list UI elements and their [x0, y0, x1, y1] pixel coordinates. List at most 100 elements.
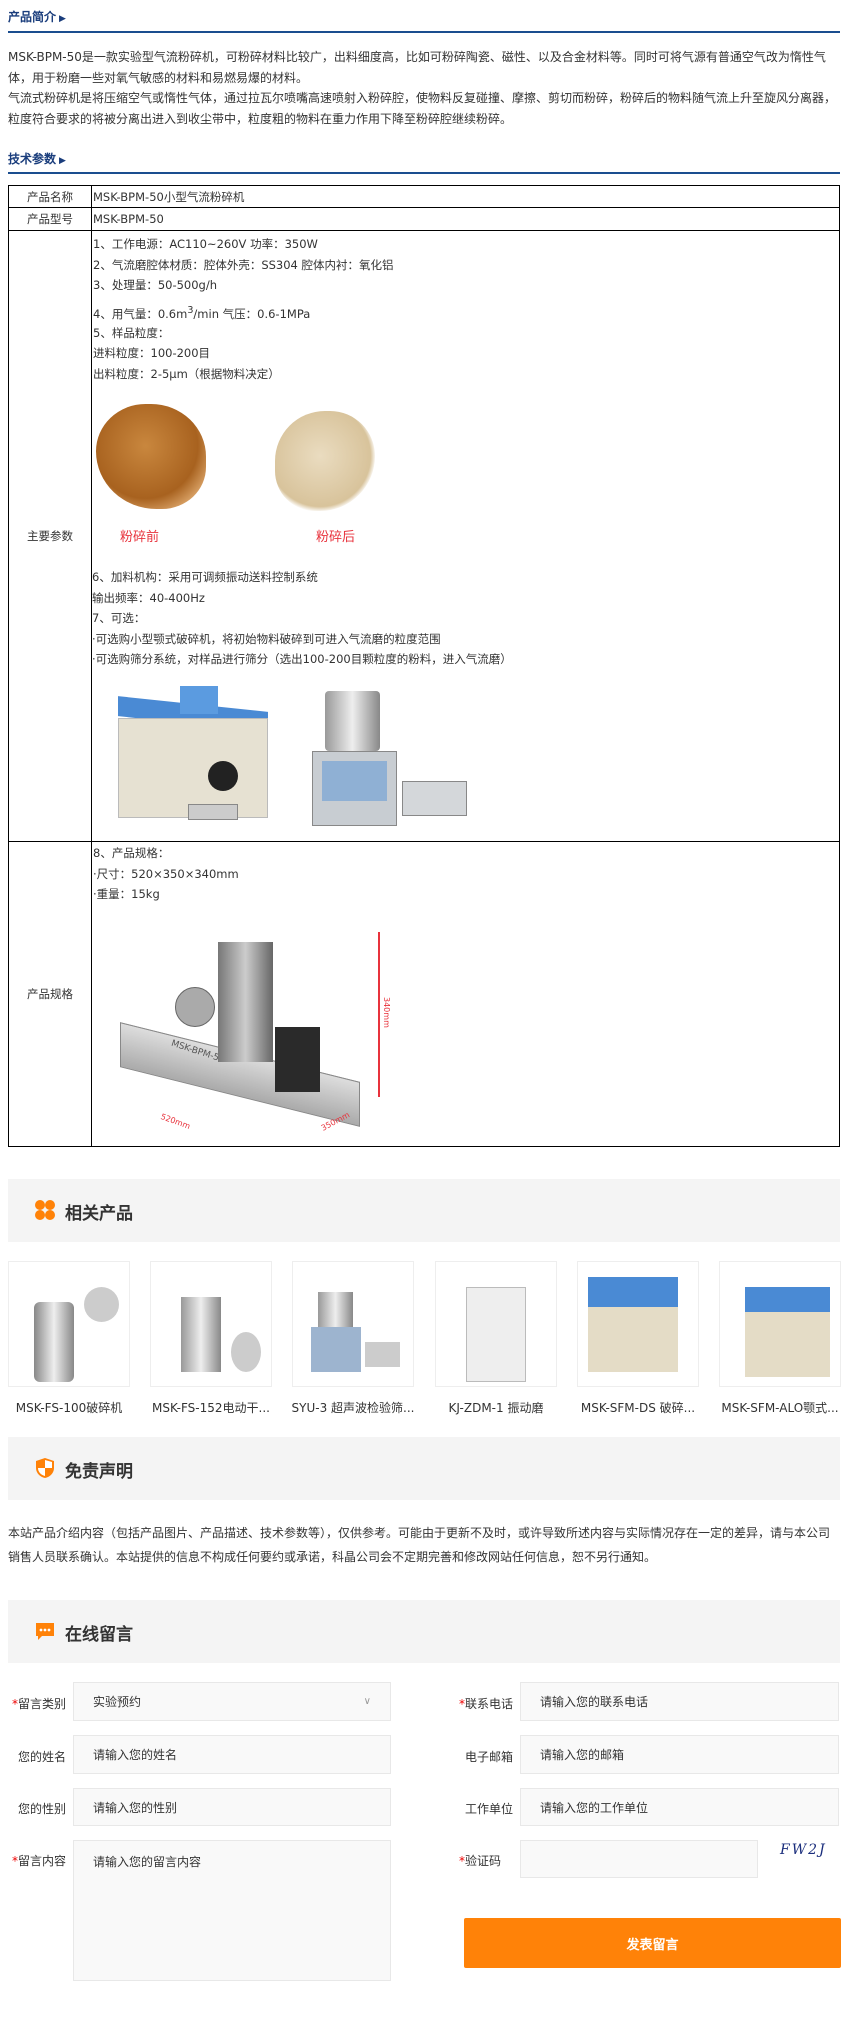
- machine-dimension-image: MSK-BPM-50 340mm 520mm 350mm: [110, 927, 391, 1137]
- label-text: 留言类别: [17, 1697, 66, 1711]
- content-label: *留言内容: [6, 1852, 66, 1869]
- label-text: 联系电话: [464, 1697, 513, 1711]
- jaw-crusher-image: [118, 686, 278, 826]
- submit-button[interactable]: 发表留言: [464, 1918, 841, 1968]
- company-label: 工作单位: [464, 1802, 513, 1816]
- before-caption: 粉碎前: [120, 530, 160, 545]
- required-mark: *: [458, 1697, 465, 1711]
- table-row: 产品型号 MSK-BPM-50: [8, 207, 840, 231]
- triangle-right-icon: ▶: [59, 156, 66, 166]
- product-card[interactable]: [435, 1261, 557, 1387]
- type-label: *留言类别: [6, 1695, 66, 1712]
- after-caption: 粉碎后: [316, 530, 356, 545]
- table-row: 产品规格 8、产品规格： ·尺寸：520×350×340mm ·重量：15kg …: [8, 841, 840, 1147]
- intro-heading-text: 产品简介: [8, 10, 57, 24]
- gas-text: 4、用气量：0.6m: [93, 306, 188, 321]
- message-header: 在线留言: [8, 1600, 840, 1663]
- spec-values: 8、产品规格： ·尺寸：520×350×340mm ·重量：15kg MSK-B…: [91, 841, 840, 1147]
- name-input[interactable]: 请输入您的姓名: [73, 1735, 391, 1774]
- param-line: 6、加料机构：采用可调频振动送料控制系统: [92, 570, 318, 584]
- divider: [8, 172, 840, 174]
- param-line: 1、工作电源：AC110~260V 功率：350W: [93, 237, 318, 251]
- intro-heading: 产品简介▶: [8, 8, 66, 25]
- required-mark: *: [458, 1854, 465, 1868]
- gas-sup: 3: [187, 304, 194, 316]
- chat-bubble-icon: [36, 1623, 54, 1640]
- captcha-label: *验证码: [441, 1852, 501, 1869]
- main-params: 1、工作电源：AC110~260V 功率：350W 2、气流磨腔体材质：腔体外壳…: [91, 230, 840, 842]
- required-mark: *: [11, 1854, 18, 1868]
- product-caption[interactable]: MSK-FS-100破碎机: [15, 1401, 123, 1415]
- param-line: 输出频率：40-400Hz: [92, 590, 205, 605]
- row-value: MSK-BPM-50: [91, 207, 840, 231]
- company-input[interactable]: 请输入您的工作单位: [520, 1788, 839, 1826]
- name-label: 您的姓名: [17, 1750, 66, 1764]
- product-caption[interactable]: MSK-FS-152电动干...: [152, 1401, 270, 1415]
- row-label: 产品型号: [8, 207, 92, 231]
- row-label: 产品名称: [8, 185, 92, 208]
- phone-label: *联系电话: [453, 1695, 513, 1712]
- spec-line: ·重量：15kg: [93, 887, 160, 902]
- powder-after-image: [275, 411, 375, 511]
- product-caption[interactable]: MSK-SFM-DS 破碎...: [580, 1401, 696, 1415]
- disclaimer-text: 本站产品介绍内容（包括产品图片、产品描述、技术参数等），仅供参考。可能由于更新不…: [8, 1526, 831, 1564]
- tech-heading-text: 技术参数: [8, 152, 57, 166]
- shield-icon: [36, 1458, 54, 1478]
- select-value: 实验预约: [93, 1695, 142, 1709]
- spec-table: 产品名称 MSK-BPM-50小型气流粉碎机 产品型号 MSK-BPM-50 主…: [8, 185, 840, 1147]
- related-header: 相关产品: [8, 1179, 840, 1242]
- label-text: 留言内容: [17, 1854, 66, 1868]
- gender-input[interactable]: 请输入您的性别: [73, 1788, 391, 1826]
- param-line: 5、样品粒度：: [93, 325, 170, 340]
- width-dim: 520mm: [159, 1111, 192, 1132]
- content-textarea[interactable]: 请输入您的留言内容: [73, 1840, 391, 1981]
- height-dim: 340mm: [382, 997, 391, 1028]
- intro-paragraph: 气流式粉碎机是将压缩空气或惰性气体，通过拉瓦尔喷嘴高速喷射入粉碎腔，使物料反复碰…: [8, 91, 837, 126]
- product-card[interactable]: [577, 1261, 699, 1387]
- captcha-image[interactable]: FW2J: [780, 1842, 827, 1858]
- divider: [8, 31, 840, 33]
- product-caption[interactable]: MSK-SFM-ALO颚式...: [721, 1401, 839, 1415]
- label-text: 验证码: [464, 1854, 501, 1868]
- spec-line: 8、产品规格：: [93, 846, 170, 860]
- tech-heading: 技术参数▶: [8, 150, 66, 167]
- table-row: 主要参数 1、工作电源：AC110~260V 功率：350W 2、气流磨腔体材质…: [8, 230, 840, 842]
- param-line: 进料粒度：100-200目: [93, 346, 211, 361]
- param-line: 2、气流磨腔体材质：腔体外壳：SS304 腔体内衬：氧化铝: [93, 257, 394, 272]
- param-line: 4、用气量：0.6m3/min 气压：0.6-1MPa: [93, 296, 838, 323]
- row-value: MSK-BPM-50小型气流粉碎机: [91, 185, 840, 208]
- row-label: 产品规格: [8, 841, 92, 1147]
- grid-icon: [35, 1200, 55, 1220]
- table-row: 产品名称 MSK-BPM-50小型气流粉碎机: [8, 185, 840, 208]
- param-line: ·可选购筛分系统，对样品进行筛分（选出100-200目颗粒度的粉料，进入气流磨）: [92, 652, 512, 667]
- email-input[interactable]: 请输入您的邮箱: [520, 1735, 839, 1774]
- spec-line: ·尺寸：520×350×340mm: [93, 866, 239, 881]
- chevron-down-icon: ∨: [363, 1696, 371, 1707]
- product-card[interactable]: [719, 1261, 841, 1387]
- param-line: 出料粒度：2-5μm（根据物料决定）: [93, 366, 280, 381]
- height-arrow: [378, 932, 380, 1097]
- phone-input[interactable]: 请输入您的联系电话: [520, 1682, 839, 1721]
- type-select[interactable]: 实验预约 ∨: [73, 1682, 391, 1721]
- sieve-system-image: [307, 686, 472, 831]
- gas-text: /min 气压：0.6-1MPa: [193, 306, 311, 321]
- disclaimer-header: 免责声明: [8, 1437, 840, 1500]
- product-caption[interactable]: SYU-3 超声波检验筛...: [291, 1401, 415, 1415]
- product-caption[interactable]: KJ-ZDM-1 振动磨: [448, 1401, 544, 1415]
- powder-before-image: [96, 404, 206, 509]
- disclaimer-title: 免责声明: [65, 1462, 133, 1482]
- param-line: 7、可选：: [92, 611, 146, 626]
- param-line: 3、处理量：50-500g/h: [93, 278, 218, 293]
- product-card[interactable]: [292, 1261, 414, 1387]
- row-label: 主要参数: [8, 230, 92, 842]
- required-mark: *: [11, 1697, 18, 1711]
- message-title: 在线留言: [65, 1625, 133, 1645]
- gender-label: 您的性别: [17, 1802, 66, 1816]
- triangle-right-icon: ▶: [59, 14, 66, 24]
- related-title: 相关产品: [65, 1204, 133, 1224]
- param-line: ·可选购小型颚式破碎机，将初始物料破碎到可进入气流磨的粒度范围: [92, 631, 441, 646]
- product-card[interactable]: [150, 1261, 272, 1387]
- intro-paragraph: MSK-BPM-50是一款实验型气流粉碎机，可粉碎材料比较广，出料细度高，比如可…: [8, 50, 826, 85]
- product-card[interactable]: [8, 1261, 130, 1387]
- captcha-input[interactable]: [520, 1840, 758, 1878]
